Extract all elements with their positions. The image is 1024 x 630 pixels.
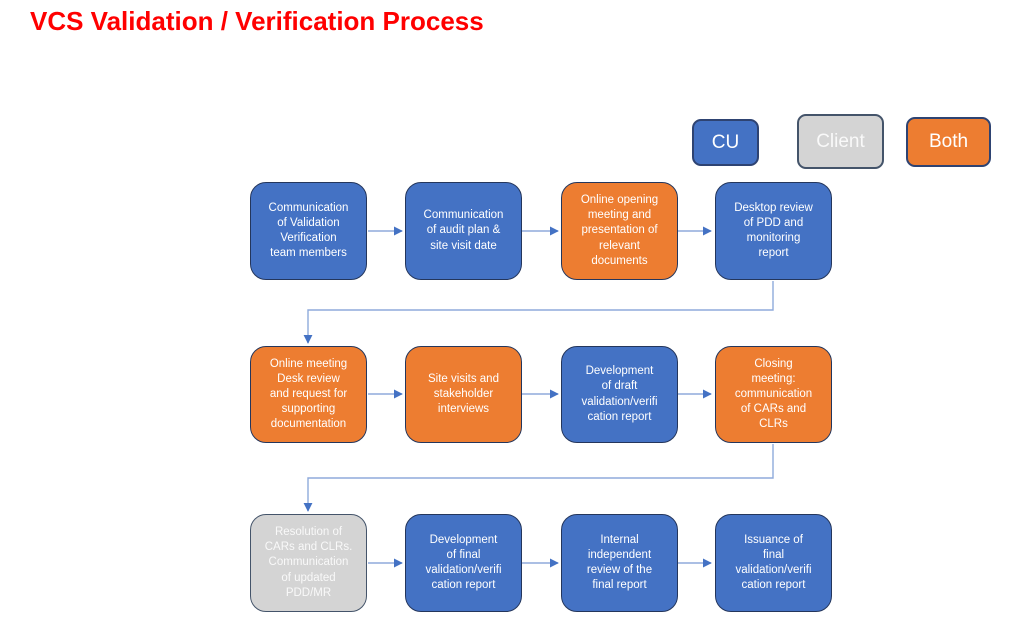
arrow-r2b4-r3b1 [303,444,774,512]
node-internal-review: Internal independent review of the final… [561,514,678,612]
node-issuance-final-report: Issuance of final validation/verifi cati… [715,514,832,612]
node-online-opening-meeting: Online opening meeting and presentation … [561,182,678,280]
node-desktop-review: Desktop review of PDD and monitoring rep… [715,182,832,280]
node-communication-audit-plan: Communication of audit plan & site visit… [405,182,522,280]
legend-label-cu: CU [711,131,740,153]
node-online-meeting-desk-review: Online meeting Desk review and request f… [250,346,367,443]
legend-label-client: Client [816,130,865,152]
legend-item-cu: CU [692,119,759,166]
legend-item-client: Client [797,114,884,169]
node-draft-report: Development of draft validation/verifi c… [561,346,678,443]
node-communication-team-members: Communication of Validation Verification… [250,182,367,280]
legend-label-both: Both [928,131,969,152]
node-resolution-cars-clrs: Resolution of CARs and CLRs. Communicati… [250,514,367,612]
node-closing-meeting: Closing meeting: communication of CARs a… [715,346,832,443]
arrow-r1b4-r2b1 [303,281,774,344]
node-final-report-development: Development of final validation/verifi c… [405,514,522,612]
page-title: VCS Validation / Verification Process [30,6,484,36]
node-site-visits: Site visits and stakeholder interviews [405,346,522,443]
legend-item-both: Both [906,117,991,167]
